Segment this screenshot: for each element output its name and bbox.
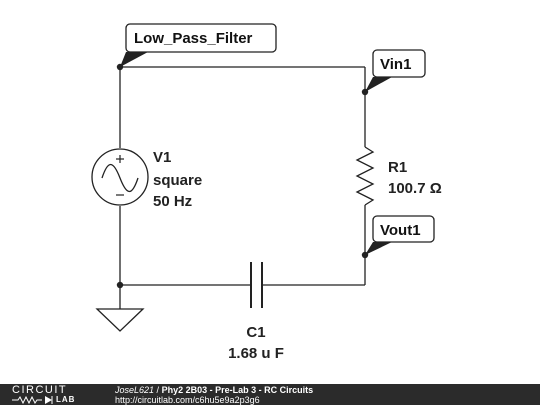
capacitor-c1[interactable] — [250, 262, 263, 308]
logo-text-lab: LAB — [56, 395, 76, 404]
net-tag-low-pass-filter[interactable]: Low_Pass_Filter — [120, 23, 277, 67]
logo-wave-icon — [12, 395, 53, 404]
sine-wave-icon — [101, 163, 139, 193]
circuit-url[interactable]: http://circuitlab.com/c6hu5e9a2p3g6 — [115, 395, 260, 405]
separator: / — [154, 385, 162, 395]
tag-box — [372, 49, 426, 78]
tag-pointer — [365, 242, 392, 255]
r1-value: 100.7 Ω — [388, 180, 442, 197]
tag-vin1-label: Vin1 — [380, 56, 411, 73]
circuit-title: Phy2 2B03 - Pre-Lab 3 - RC Circuits — [161, 385, 314, 395]
ground-icon — [95, 308, 145, 332]
tag-pointer — [120, 52, 148, 67]
net-tag-vin1[interactable]: Vin1 — [365, 49, 426, 92]
footer-bar: CIRCUIT LAB JoseL621 / Phy2 2B03 - Pre-L… — [0, 384, 540, 405]
v1-name: V1 — [153, 149, 171, 166]
c1-value: 1.68 u F — [228, 345, 284, 362]
net-tag-vout1[interactable]: Vout1 — [365, 215, 435, 255]
tag-low-pass-filter-label: Low_Pass_Filter — [134, 30, 253, 47]
v1-type: square — [153, 172, 202, 189]
resistor-r1[interactable] — [355, 146, 375, 206]
footer-title-line: JoseL621 / Phy2 2B03 - Pre-Lab 3 - RC Ci… — [115, 385, 313, 395]
circuitlab-logo[interactable]: CIRCUIT LAB — [12, 384, 102, 405]
r1-name: R1 — [388, 159, 407, 176]
author-link[interactable]: JoseL621 — [115, 385, 155, 395]
circuit-schematic: V1 square 50 Hz R1 100.7 Ω C1 1.68 u F L… — [91, 23, 442, 362]
v1-frequency: 50 Hz — [153, 193, 192, 210]
logo-text-circuit: CIRCUIT — [12, 384, 68, 396]
tag-vout1-label: Vout1 — [380, 222, 421, 239]
tag-box — [372, 215, 435, 243]
tag-box — [125, 23, 277, 53]
wires — [119, 66, 366, 309]
voltage-source-v1[interactable] — [91, 148, 149, 206]
tag-pointer — [365, 77, 392, 92]
junction-dot — [116, 281, 124, 289]
c1-name: C1 — [246, 324, 265, 341]
